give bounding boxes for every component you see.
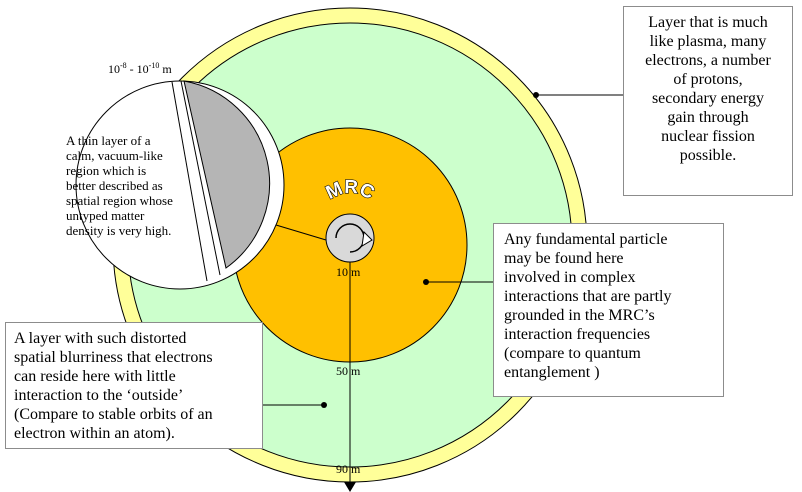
magnifier-connector <box>275 224 327 241</box>
scale-label: 10-8 - 10-10 m <box>108 61 172 76</box>
radius-label-50: 50 m <box>336 364 361 378</box>
radius-arrowhead <box>344 482 356 492</box>
mrc-swirl <box>335 223 365 253</box>
thin-layer-edge-1 <box>171 81 208 282</box>
thin-layer-shading <box>183 80 271 269</box>
thin-layer-text: A thin layer of a calm, vacuum-like regi… <box>66 133 173 238</box>
plasma-layer-callout: Layer that is much like plasma, many ele… <box>623 6 793 196</box>
blurry-layer-callout: A layer with such distorted spatial blur… <box>5 322 263 449</box>
mrc-core <box>325 213 375 263</box>
radius-label-10: 10 m <box>336 265 361 279</box>
radius-label-90: 90 m <box>336 462 361 476</box>
interaction-layer-callout: Any fundamental particle may be found he… <box>493 223 724 397</box>
mrc-swirl-arrow <box>361 230 373 247</box>
thin-layer-edge-2 <box>180 80 221 276</box>
